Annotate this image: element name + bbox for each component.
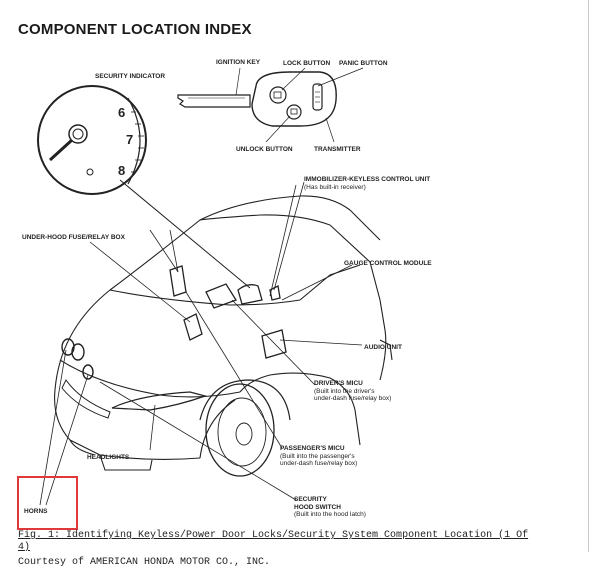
label-panic-button: PANIC BUTTON [339, 60, 388, 67]
label-transmitter: TRANSMITTER [314, 146, 361, 153]
page-title: COMPONENT LOCATION INDEX [18, 21, 252, 38]
immobilizer-note: (Has built-in receiver) [304, 183, 366, 191]
drivers-micu-note-2: under-dash fuse/relay box) [314, 395, 392, 402]
headlight-shape [111, 391, 208, 411]
lock-button-icon [269, 86, 287, 104]
unlock-button-icon [286, 104, 302, 120]
drivers-micu-note-1: (Built into the driver's [314, 387, 375, 395]
grille [61, 379, 111, 419]
transmitter-body [251, 71, 337, 127]
gauge-dial-arc [127, 97, 141, 185]
label-audio-unit: AUDIO UNIT [364, 344, 402, 351]
page-edge-rule [588, 0, 589, 552]
label-unlock-button: UNLOCK BUTTON [236, 146, 293, 153]
caption-line-2[interactable]: 4) [18, 542, 31, 553]
car-outline [54, 195, 393, 471]
drivers-micu-shape [205, 283, 237, 309]
gauge-hub [68, 124, 88, 144]
front-wheel [199, 379, 291, 477]
gauge-number-7: 7 [126, 132, 133, 147]
security-indicator-magnifier [37, 85, 147, 195]
caption-line-1[interactable]: Fig. 1: Identifying Keyless/Power Door L… [18, 530, 529, 541]
passengers-micu-title: PASSENGER'S MICU [280, 445, 345, 452]
immobilizer-shape [269, 285, 281, 301]
label-ignition-key: IGNITION KEY [216, 59, 261, 66]
drivers-micu-title: DRIVER'S MICU [314, 380, 363, 387]
hood-switch-title: HOOD SWITCH [294, 503, 341, 511]
gauge-ticks [131, 111, 144, 173]
courtesy-credit: Courtesy of AMERICAN HONDA MOTOR CO., IN… [18, 557, 271, 568]
label-gauge-control-module: GAUGE CONTROL MODULE [344, 260, 432, 267]
hood-switch-note: (Built into the hood latch) [294, 511, 366, 518]
horns-highlight-box [17, 476, 78, 530]
label-headlights: HEADLIGHTS [87, 454, 130, 461]
gauge-number-8: 8 [118, 163, 125, 178]
label-drivers-micu: DRIVER'S MICU (Built into the driver's u… [314, 380, 391, 403]
security-title: SECURITY [294, 496, 327, 503]
panic-button-icon [312, 83, 323, 111]
ignition-key-blade [177, 94, 251, 108]
passengers-micu-note-2: under-dash fuse/relay box) [280, 460, 358, 467]
audio-unit-shape [261, 329, 287, 359]
label-under-hood-fuse: UNDER-HOOD FUSE/RELAY BOX [22, 234, 125, 241]
label-lock-button: LOCK BUTTON [283, 60, 331, 67]
label-immobilizer: IMMOBILIZER-KEYLESS CONTROL UNIT (Has bu… [304, 176, 430, 191]
gauge-cluster-shape [237, 284, 263, 305]
label-passengers-micu: PASSENGER'S MICU (Built into the passeng… [280, 445, 357, 468]
passengers-micu-note-1: (Built into the passenger's [280, 452, 355, 460]
component-diagram: 6 7 8 [37, 67, 393, 506]
immobilizer-title: IMMOBILIZER-KEYLESS CONTROL UNIT [304, 176, 431, 183]
under-hood-fuse-box-shape [183, 313, 203, 341]
security-indicator-led [86, 168, 94, 176]
label-horns: HORNS [24, 508, 48, 515]
gauge-needle [48, 138, 74, 162]
gauge-number-6: 6 [118, 105, 125, 120]
figure-caption: Fig. 1: Identifying Keyless/Power Door L… [18, 530, 538, 554]
label-security-indicator: SECURITY INDICATOR [95, 73, 166, 80]
horn-3 [82, 364, 94, 380]
label-security-hood-switch: SECURITY HOOD SWITCH (Built into the hoo… [294, 496, 366, 519]
horn-2 [71, 343, 85, 361]
